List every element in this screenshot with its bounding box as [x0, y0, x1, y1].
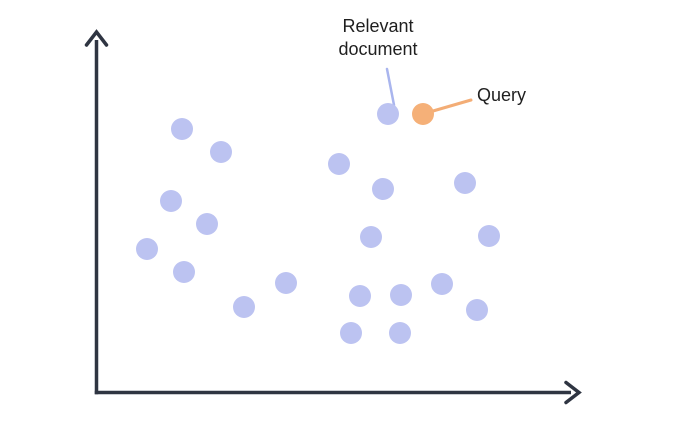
relevant-document-label: Relevant document	[338, 16, 418, 59]
documents-dot	[136, 238, 158, 260]
documents-dot	[275, 272, 297, 294]
query-dot	[412, 103, 434, 125]
documents-dot	[390, 284, 412, 306]
documents-dot	[160, 190, 182, 212]
relevant-document-leader-line	[385, 67, 396, 107]
documents-dot	[372, 178, 394, 200]
documents-dot	[349, 285, 371, 307]
documents-dot	[431, 273, 453, 295]
documents-dot	[196, 213, 218, 235]
relevant-document-dot	[377, 103, 399, 125]
documents-dot	[454, 172, 476, 194]
documents-dot	[210, 141, 232, 163]
x-axis-arrowhead-icon	[564, 380, 582, 405]
query-leader-line	[431, 98, 473, 113]
query-label: Query	[477, 85, 527, 105]
documents-dot	[328, 153, 350, 175]
documents-dot	[173, 261, 195, 283]
documents-dot	[340, 322, 362, 344]
documents-dot	[171, 118, 193, 140]
documents-dot	[466, 299, 488, 321]
documents-dot	[233, 296, 255, 318]
documents-dot	[478, 225, 500, 247]
documents-dot	[360, 226, 382, 248]
documents-dot	[389, 322, 411, 344]
y-axis-arrowhead-icon	[84, 29, 109, 47]
